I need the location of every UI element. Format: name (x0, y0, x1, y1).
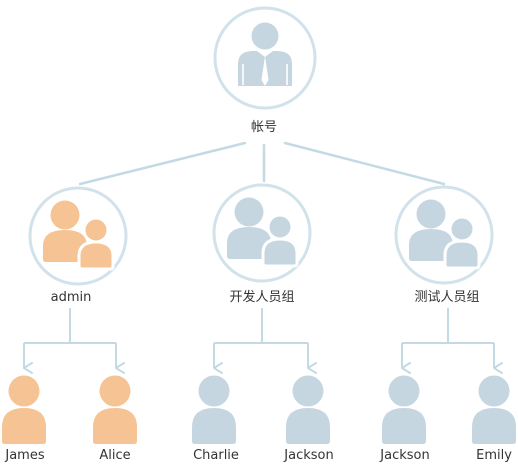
user-group-icon (43, 200, 115, 271)
group-node-dev (212, 183, 312, 283)
user-icon (382, 375, 426, 444)
admin-member-connectors (23, 308, 125, 374)
user-icon (2, 375, 46, 444)
member-label-jackson-test: Jackson (380, 448, 430, 463)
member-label-emily: Emily (476, 448, 512, 463)
root-label: 帐号 (250, 120, 278, 135)
member-alice (93, 375, 137, 444)
member-label-alice: Alice (99, 448, 131, 463)
member-label-charlie: Charlie (193, 448, 239, 463)
user-tie-icon (238, 22, 292, 86)
connector-root-test (283, 141, 446, 186)
user-icon (472, 375, 516, 444)
member-label-james: James (5, 448, 45, 463)
user-icon (192, 375, 236, 444)
group-label-admin: admin (50, 290, 92, 305)
group-node-test (394, 185, 494, 285)
group-label-test: 测试人员组 (414, 290, 480, 305)
member-jackson-dev (286, 375, 330, 444)
connector-root-admin (78, 141, 247, 186)
dev-member-connectors (213, 308, 317, 374)
group-node-admin (28, 186, 128, 286)
group-label-dev: 开发人员组 (229, 290, 295, 305)
user-group-icon (227, 197, 299, 268)
member-charlie (192, 375, 236, 444)
member-emily (472, 375, 516, 444)
root-node (213, 6, 317, 110)
member-james (2, 375, 46, 444)
root-connectors (78, 141, 446, 186)
user-icon (93, 375, 137, 444)
member-label-jackson-dev: Jackson (284, 448, 334, 463)
member-jackson-test (382, 375, 426, 444)
user-icon (286, 375, 330, 444)
user-group-icon (409, 199, 481, 270)
test-member-connectors (401, 308, 503, 374)
